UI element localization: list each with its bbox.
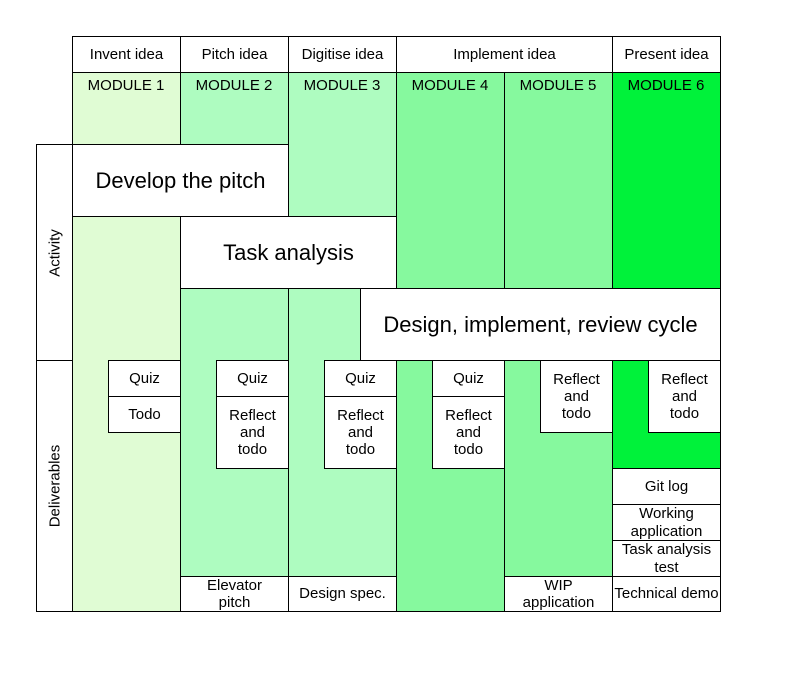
module-label-6: MODULE 6 xyxy=(627,77,705,94)
activity-task-analysis: Task analysis xyxy=(180,216,397,289)
phase-header-pitch: Pitch idea xyxy=(180,36,289,73)
phase-header-digitise: Digitise idea xyxy=(288,36,397,73)
column-divider xyxy=(180,36,181,612)
phase-header-implement: Implement idea xyxy=(396,36,613,73)
deliverable-reflect-m5: Reflect and todo xyxy=(540,360,613,433)
module-label-3: MODULE 3 xyxy=(303,77,381,94)
deliverable-quiz-m1: Quiz xyxy=(108,360,181,397)
deliverable-quiz-m4: Quiz xyxy=(432,360,505,397)
column-divider xyxy=(288,36,289,612)
deliverable-technical-demo: Technical demo xyxy=(612,576,721,612)
deliverable-git-log: Git log xyxy=(612,468,721,505)
deliverable-working-application: Working application xyxy=(612,504,721,541)
deliverable-reflect-m6: Reflect and todo xyxy=(648,360,721,433)
deliverable-task-analysis-test: Task analysis test xyxy=(612,540,721,577)
deliverable-design-spec: Design spec. xyxy=(288,576,397,612)
deliverable-wip-application: WIP application xyxy=(504,576,613,612)
activity-design-cycle: Design, implement, review cycle xyxy=(360,288,721,361)
phase-header-invent: Invent idea xyxy=(72,36,181,73)
activity-develop-pitch: Develop the pitch xyxy=(72,144,289,217)
module-label-1: MODULE 1 xyxy=(87,77,165,94)
row-label-activity: Activity xyxy=(36,144,73,361)
deliverable-todo-m1: Todo xyxy=(108,396,181,433)
deliverable-quiz-m3: Quiz xyxy=(324,360,397,397)
deliverable-reflect-m3: Reflect and todo xyxy=(324,396,397,469)
deliverable-elevator-pitch: Elevator pitch xyxy=(180,576,289,612)
module-label-4: MODULE 4 xyxy=(411,77,489,94)
deliverable-reflect-m4: Reflect and todo xyxy=(432,396,505,469)
deliverable-reflect-m2: Reflect and todo xyxy=(216,396,289,469)
deliverable-quiz-m2: Quiz xyxy=(216,360,289,397)
phase-header-present: Present idea xyxy=(612,36,721,73)
row-label-deliverables: Deliverables xyxy=(36,360,73,612)
module-label-5: MODULE 5 xyxy=(519,77,597,94)
module-label-2: MODULE 2 xyxy=(195,77,273,94)
